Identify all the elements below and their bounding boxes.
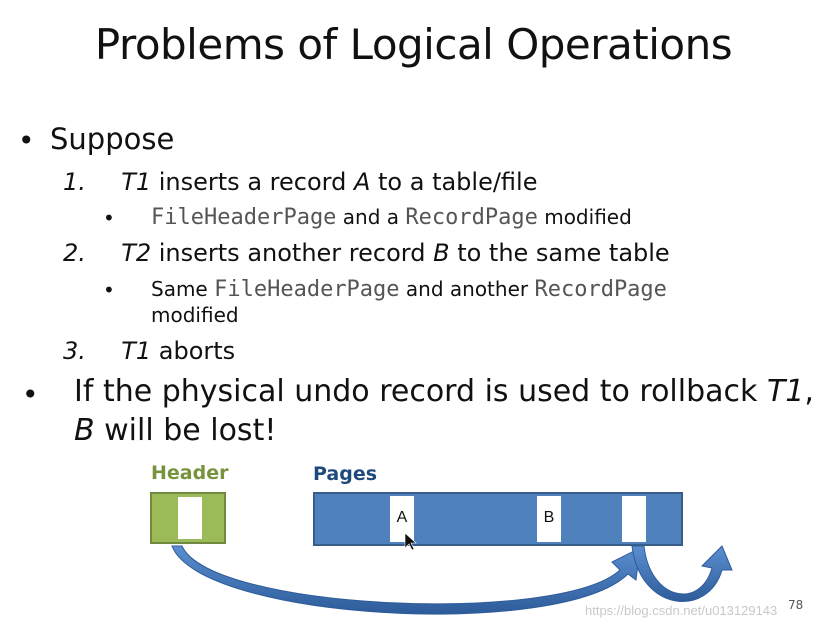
item-record: B — [433, 239, 450, 267]
pages-label: Pages — [313, 463, 378, 485]
conclusion-text: If the physical undo record is used to r… — [74, 374, 767, 409]
sub-text: and a — [336, 205, 406, 229]
item-actor: T1 — [121, 168, 152, 196]
code-text: FileHeaderPage — [214, 277, 400, 302]
bullet-marker: • — [18, 124, 35, 157]
sub-bullet-marker: • — [103, 278, 115, 302]
conclusion-record: B — [74, 413, 95, 448]
item-text: aborts — [151, 337, 236, 365]
bullet-marker: • — [22, 378, 39, 411]
item-text: to the same table — [449, 239, 670, 267]
record-slot-b: B — [537, 496, 561, 542]
watermark: https://blog.csdn.net/u013129143 — [585, 603, 778, 618]
conclusion-line-2: B will be lost! — [74, 413, 276, 448]
item-actor: T1 — [121, 337, 152, 365]
bullet-suppose: Suppose — [50, 122, 175, 156]
header-slot — [178, 497, 202, 539]
sub-text: and another — [399, 277, 535, 301]
item-record: A — [353, 168, 371, 196]
item-text: to a table/file — [370, 168, 538, 196]
item-actor: T2 — [121, 239, 152, 267]
code-text: RecordPage — [405, 205, 538, 230]
item-number: 1. — [63, 168, 86, 196]
item-text: inserts a record — [151, 168, 354, 196]
conclusion-line-1: If the physical undo record is used to r… — [74, 374, 814, 409]
code-text: RecordPage — [534, 277, 667, 302]
list-item: 1. T1 inserts a record A to a table/file — [63, 168, 537, 196]
conclusion-actor: T1 — [766, 374, 805, 409]
arrow-slot-curl — [631, 545, 733, 602]
record-slot-empty — [622, 496, 646, 542]
item-text: inserts another record — [151, 239, 434, 267]
sub-bullet-marker: • — [103, 206, 115, 230]
sub-text: modified — [151, 303, 239, 327]
sub-text: modified — [537, 205, 632, 229]
header-label: Header — [151, 462, 229, 484]
sub-text: Same — [151, 277, 215, 301]
sub-item: Same FileHeaderPage and another RecordPa… — [151, 277, 667, 302]
cursor-icon — [404, 532, 417, 551]
conclusion-text: will be lost! — [94, 413, 277, 448]
sub-item: FileHeaderPage and a RecordPage modified — [151, 205, 632, 230]
list-item: 2. T2 inserts another record B to the sa… — [63, 239, 670, 267]
slide-title: Problems of Logical Operations — [94, 20, 733, 69]
item-number: 3. — [63, 337, 86, 365]
code-text: FileHeaderPage — [151, 205, 337, 230]
arrow-header-to-slot — [171, 545, 641, 615]
list-item: 3. T1 aborts — [63, 337, 235, 365]
slide-number: 78 — [788, 598, 804, 612]
record-pages-box — [313, 492, 683, 546]
item-number: 2. — [63, 239, 86, 267]
record-slot-a: A — [390, 496, 414, 542]
conclusion-text: , — [804, 374, 814, 409]
